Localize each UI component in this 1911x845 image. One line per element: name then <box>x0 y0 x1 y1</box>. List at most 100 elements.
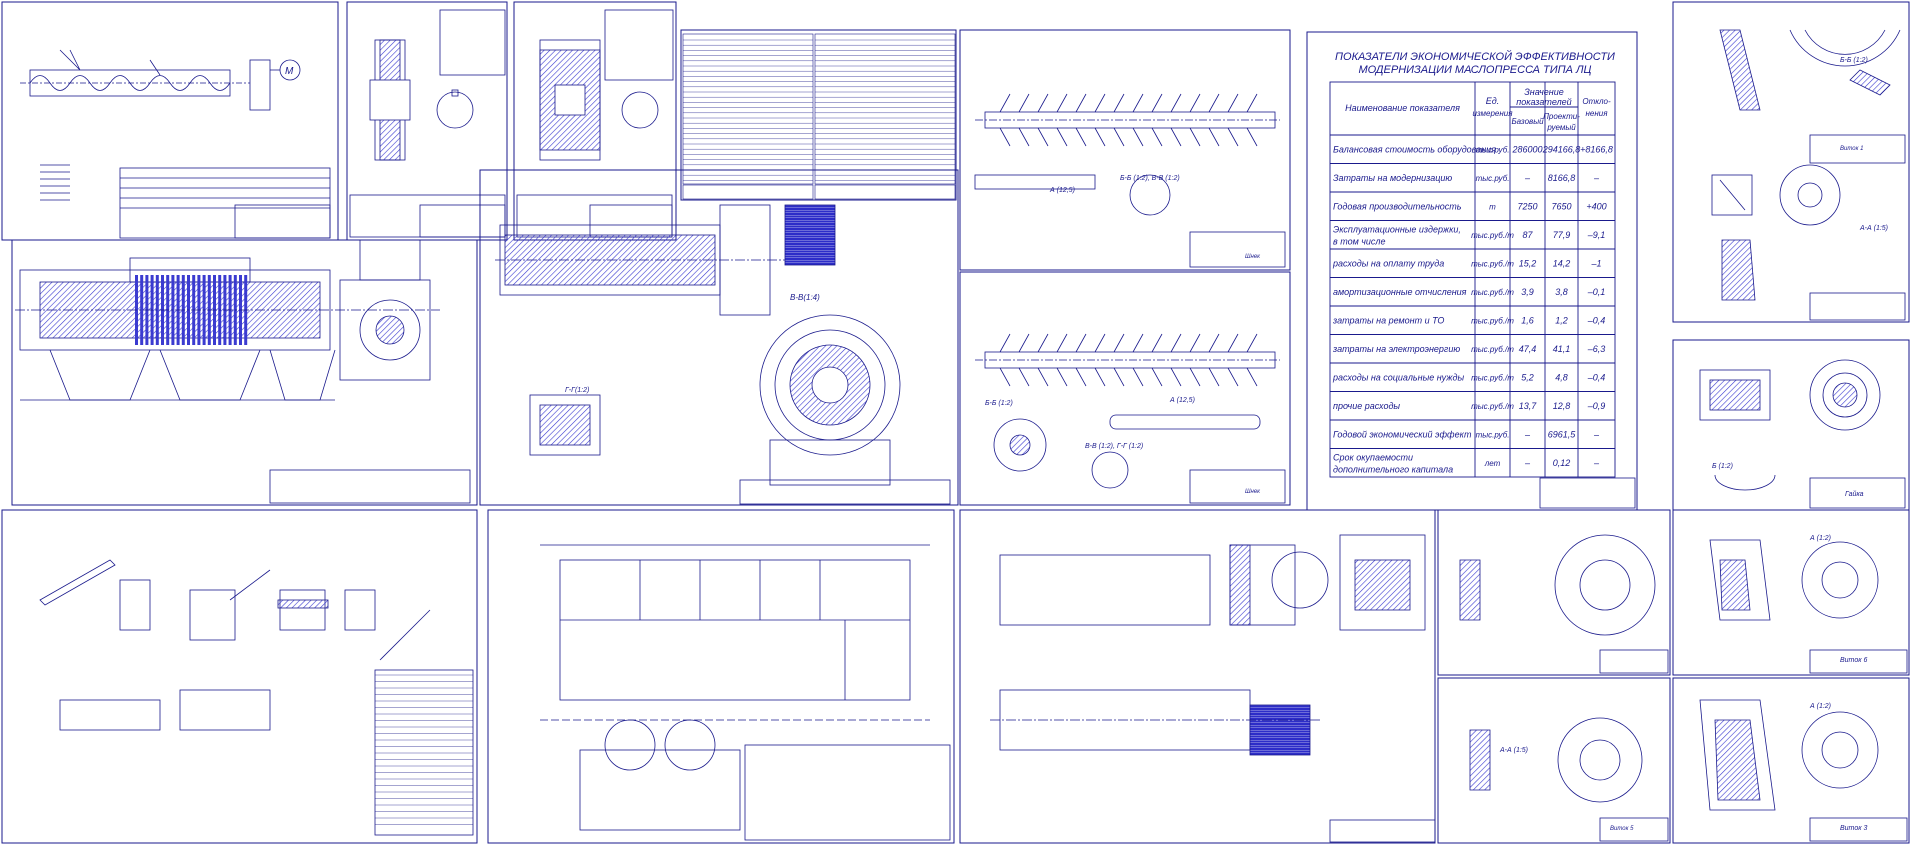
row-deviation: –0,4 <box>1587 315 1606 325</box>
drawing-drive <box>495 204 951 505</box>
specification-tables <box>682 33 956 200</box>
label-vv14: В-В(1:4) <box>790 293 820 302</box>
sheet-frame-coil5 <box>1437 677 1671 844</box>
label-a12-coil3: А (1:2) <box>1809 703 1831 710</box>
label-vv-gg: В-В (1:2), Г-Г (1:2) <box>1085 443 1143 450</box>
row-name: Затраты на модернизацию <box>1333 173 1452 183</box>
title-coil5: Виток 5 <box>1610 826 1634 832</box>
row-base: 47,4 <box>1519 344 1537 354</box>
row-unit: лет <box>1484 459 1501 468</box>
row-unit: тыс.руб. <box>1476 145 1510 154</box>
row-base: – <box>1524 429 1531 439</box>
drawing-shaft-upper <box>974 93 1286 268</box>
drawing-coil1 <box>1711 29 1906 321</box>
row-base: 3,9 <box>1521 287 1534 297</box>
economic-title-line2: МОДЕРНИЗАЦИИ МАСЛОПРЕССА ТИПА ЛЦ <box>1358 64 1591 76</box>
sheet-frame-plan <box>487 509 955 844</box>
label-bb12: Б-Б (1:2) <box>1840 57 1868 64</box>
row-unit: тыс.руб./т <box>1471 231 1514 240</box>
title-coil1: Виток 1 <box>1840 146 1863 152</box>
sheet-frame-coil3 <box>1672 677 1910 844</box>
row-project: 1,2 <box>1555 315 1568 325</box>
row-project: 294166,8 <box>1542 144 1581 154</box>
sheet-frame-scheme <box>1 1 339 241</box>
header-deviation-2: нения <box>1586 109 1609 118</box>
row-project: 41,1 <box>1553 344 1571 354</box>
row-name: Годовой экономический эффект <box>1333 429 1472 439</box>
drawing-coils <box>1459 534 1908 842</box>
title-nut: Гайка <box>1845 490 1864 498</box>
row-project: 12,8 <box>1553 401 1571 411</box>
row-deviation: –9,1 <box>1587 230 1606 240</box>
sheet-frame-specification <box>680 29 957 201</box>
economic-title-line1: ПОКАЗАТЕЛИ ЭКОНОМИЧЕСКОЙ ЭФФЕКТИВНОСТИ <box>1335 50 1615 63</box>
row-deviation: –6,3 <box>1587 344 1606 354</box>
row-unit: тыс.руб./т <box>1471 259 1514 268</box>
header-unit-2: измерения <box>1472 109 1513 118</box>
drawing-scheme: M <box>20 49 331 239</box>
drawing-process-line <box>39 559 474 836</box>
row-name: прочие расходы <box>1333 401 1400 411</box>
row-base: 87 <box>1522 230 1533 240</box>
row-name: затраты на ремонт и ТО <box>1332 315 1444 325</box>
row-deviation: – <box>1593 429 1600 439</box>
row-deviation: +400 <box>1586 201 1606 211</box>
row-project: 0,12 <box>1553 458 1571 468</box>
row-deviation: – <box>1593 458 1600 468</box>
row-unit: тыс.руб./т <box>1471 316 1514 325</box>
row-deviation: –0,9 <box>1587 401 1606 411</box>
row-name: Эксплуатационные издержки, <box>1333 225 1461 235</box>
row-deviation: –0,4 <box>1587 372 1606 382</box>
row-unit: тыс.руб./т <box>1471 345 1514 354</box>
title-shaft1: Шнек <box>1245 254 1261 260</box>
sheet-frame-coil1 <box>1672 1 1910 323</box>
row-name: расходы на оплату труда <box>1332 258 1444 268</box>
row-project: 3,8 <box>1555 287 1568 297</box>
row-name-2: в том числе <box>1333 237 1386 247</box>
row-unit: т <box>1489 202 1496 211</box>
label-a12-coil2: А (1:2) <box>1809 535 1831 542</box>
row-base: – <box>1524 458 1531 468</box>
label-aa15-coil5: А-А (1:5) <box>1499 747 1528 754</box>
row-name: затраты на электроэнергию <box>1332 344 1460 354</box>
sheet-frame-nut <box>1672 339 1910 511</box>
label-bb-vv: Б-Б (1:2), В-В (1:2) <box>1120 175 1180 182</box>
row-project: 77,9 <box>1553 230 1571 240</box>
row-deviation: –1 <box>1590 258 1601 268</box>
header-project-2: руемый <box>1546 123 1576 132</box>
row-deviation: – <box>1593 173 1600 183</box>
label-a12-5-lower: А (12,5) <box>1169 397 1195 404</box>
row-base: 13,7 <box>1519 401 1538 411</box>
row-name-2: дополнительного капитала <box>1333 465 1453 475</box>
label-a12-5: А (12,5) <box>1049 187 1075 194</box>
drawing-press-assembly <box>15 239 471 504</box>
label-b-b: Б-Б (1:2) <box>985 400 1013 407</box>
row-base: 7250 <box>1517 201 1537 211</box>
sheet-frame-coil2 <box>1672 509 1910 676</box>
svg-text:M: M <box>285 66 294 77</box>
section-labels: А (12,5) Б-Б (1:2), В-В (1:2) А (12,5) Б… <box>565 57 1888 832</box>
drawing-floor-plan <box>540 544 951 841</box>
row-name: Годовая производительность <box>1333 201 1462 211</box>
row-base: 1,6 <box>1521 315 1534 325</box>
row-project: 7650 <box>1551 201 1571 211</box>
sheet-frame-shaft2 <box>959 271 1291 506</box>
header-name: Наименование показателя <box>1345 103 1460 113</box>
row-unit: тыс.руб./т <box>1471 373 1514 382</box>
header-unit: Ед. <box>1486 96 1499 106</box>
row-base: 5,2 <box>1521 372 1534 382</box>
header-values: Значение <box>1524 87 1564 97</box>
row-project: 8166,8 <box>1548 173 1576 183</box>
drawing-nut <box>1699 359 1906 509</box>
header-values-2: показателей <box>1516 97 1571 107</box>
sheet-frame-gear1 <box>346 1 508 241</box>
sheet-frame-general-view <box>959 509 1436 844</box>
row-project: 14,2 <box>1553 258 1571 268</box>
row-base: 286000 <box>1511 144 1542 154</box>
row-name: амортизационные отчисления <box>1333 287 1467 297</box>
label-aa15: А-А (1:5) <box>1859 225 1888 232</box>
row-deviation: –0,1 <box>1587 287 1606 297</box>
row-unit: тыс.руб./т <box>1471 402 1514 411</box>
row-name: Срок окупаемости <box>1333 453 1413 463</box>
row-base: 15,2 <box>1519 258 1537 268</box>
